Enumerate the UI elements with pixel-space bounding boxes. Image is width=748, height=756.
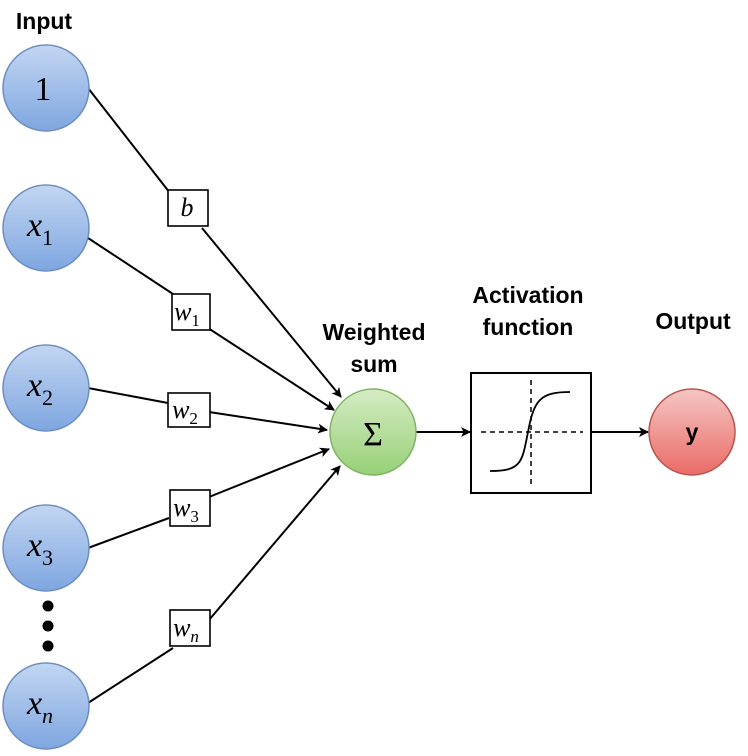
sigmoid-curve-icon bbox=[489, 391, 571, 472]
vertical-ellipsis-icon bbox=[42, 600, 54, 652]
input-to-weight-wires bbox=[87, 87, 177, 704]
output-node-label: y bbox=[686, 419, 699, 445]
weighted-sum-label-line2: sum bbox=[350, 351, 397, 377]
weight-box-w3: w3 bbox=[169, 489, 211, 527]
svg-text:w2: w2 bbox=[172, 395, 198, 428]
weight-label: w bbox=[174, 297, 192, 326]
weight-label: w bbox=[172, 395, 190, 424]
input-node-subscript: 2 bbox=[42, 385, 53, 410]
sigma-icon: Σ bbox=[363, 416, 383, 453]
input-node-label: x bbox=[26, 207, 42, 244]
activation-label-line2: function bbox=[483, 314, 574, 340]
weight-label: b bbox=[181, 193, 194, 222]
weight-label: w bbox=[173, 613, 191, 642]
svg-text:w3: w3 bbox=[173, 493, 199, 526]
weight-to-sum-arrows bbox=[201, 227, 342, 621]
svg-text:1: 1 bbox=[35, 71, 52, 108]
weight-box-wn: wn bbox=[169, 609, 211, 647]
weight-subscript: 1 bbox=[191, 311, 200, 330]
svg-text:x3: x3 bbox=[26, 527, 53, 570]
input-node-x1: x1 bbox=[2, 184, 90, 272]
input-node-label: x bbox=[26, 527, 42, 564]
svg-text:w1: w1 bbox=[174, 297, 200, 330]
weight-subscript: n bbox=[190, 627, 199, 646]
input-node-x3: x3 bbox=[2, 504, 90, 592]
weight-subscript: 2 bbox=[189, 409, 198, 428]
activation-box bbox=[470, 372, 592, 494]
svg-text:b: b bbox=[181, 193, 194, 222]
input-node-xn: xn bbox=[2, 662, 90, 750]
weight-subscript: 3 bbox=[190, 507, 199, 526]
sum-node: Σ bbox=[329, 388, 417, 476]
svg-text:xn: xn bbox=[26, 685, 53, 728]
svg-text:x1: x1 bbox=[26, 207, 53, 250]
weight-box-bias: b bbox=[167, 189, 209, 227]
input-node-subscript: 1 bbox=[42, 225, 53, 250]
output-label: Output bbox=[655, 308, 731, 334]
input-label: Input bbox=[16, 8, 73, 34]
weight-box-w2: w2 bbox=[167, 392, 211, 428]
input-node-x2: x2 bbox=[2, 344, 90, 432]
input-node-subscript: n bbox=[42, 703, 53, 728]
weight-box-w1: w1 bbox=[171, 293, 211, 331]
weight-label: w bbox=[173, 493, 191, 522]
input-node-subscript: 3 bbox=[42, 545, 53, 570]
input-node-label: x bbox=[26, 685, 42, 722]
input-node-label: x bbox=[26, 367, 42, 404]
input-node-bias: 1 bbox=[2, 44, 90, 132]
svg-text:wn: wn bbox=[173, 613, 199, 646]
weighted-sum-label-line1: Weighted bbox=[322, 319, 425, 345]
output-node: y bbox=[648, 388, 736, 476]
input-node-label: 1 bbox=[35, 71, 52, 108]
activation-label-line1: Activation bbox=[472, 282, 583, 308]
svg-text:x2: x2 bbox=[26, 367, 53, 410]
